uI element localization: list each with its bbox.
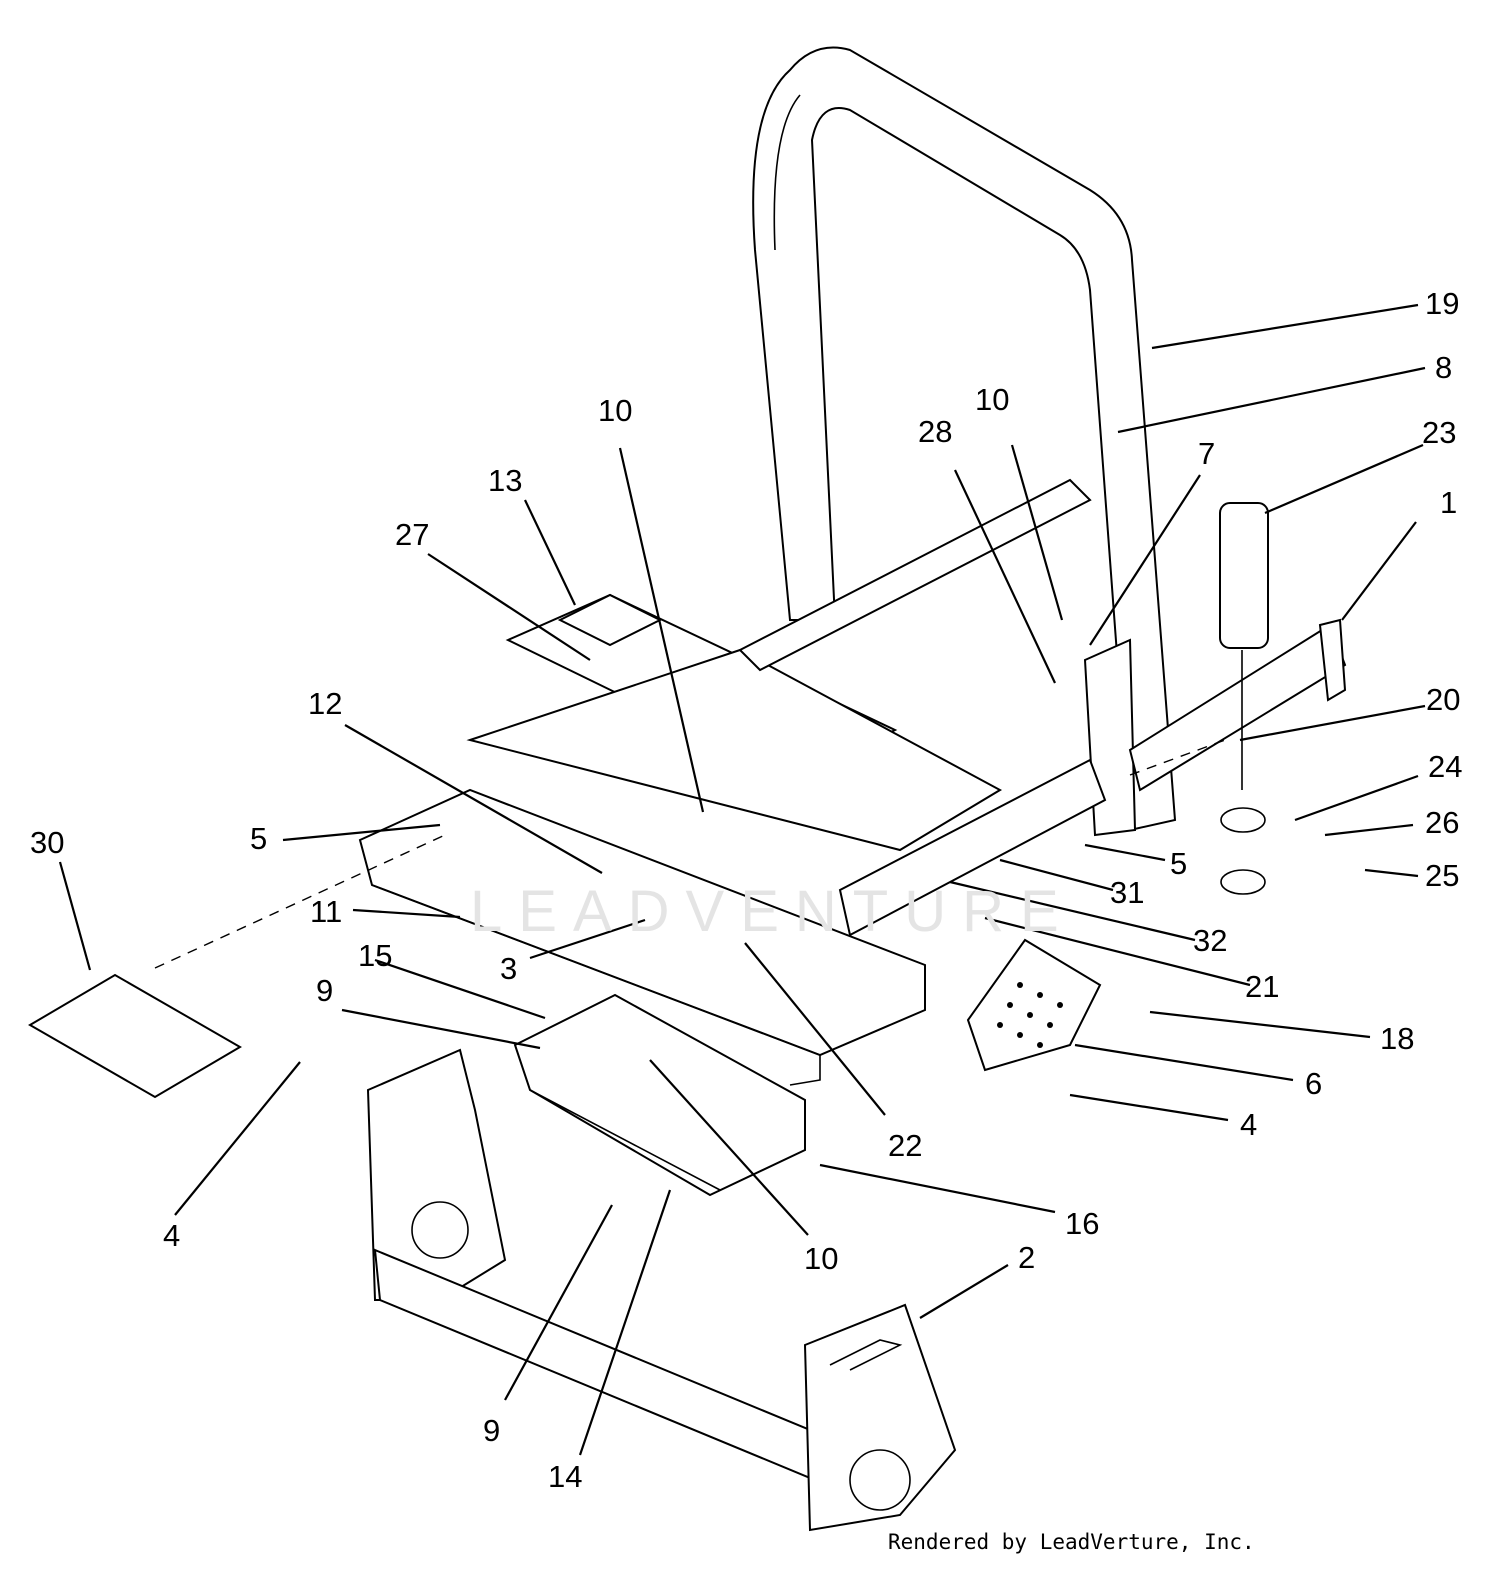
- rear-axle-tube: [373, 1248, 817, 1482]
- callout-label-c14: 14: [548, 1459, 583, 1494]
- callout-label-c16: 16: [1065, 1206, 1100, 1241]
- callout-label-c4a: 4: [163, 1218, 181, 1253]
- callout-label-c5a: 5: [250, 821, 268, 856]
- callout-label-c1: 1: [1440, 485, 1458, 520]
- callout-label-c5b: 5: [1170, 846, 1188, 881]
- callout-label-c10a: 10: [598, 393, 633, 428]
- callout-label-c20: 20: [1426, 682, 1461, 717]
- battery-tray-lip: [529, 1089, 721, 1191]
- foot-plate: [966, 938, 1102, 1072]
- clip-24-lower: [1220, 869, 1266, 895]
- hitch-bracket: [1318, 618, 1347, 702]
- callout-label-c9b: 9: [483, 1413, 501, 1448]
- frame-top-rail: [738, 478, 1092, 672]
- rear-axle-right-plate: [803, 1303, 957, 1532]
- callout-label-c32: 32: [1193, 923, 1228, 958]
- callout-label-c26: 26: [1425, 805, 1460, 840]
- callout-label-c10c: 10: [804, 1241, 839, 1276]
- frame-right-rail: [838, 758, 1107, 937]
- callout-label-c21: 21: [1245, 969, 1280, 1004]
- callout-label-c28: 28: [918, 414, 953, 449]
- callout-label-c27: 27: [395, 517, 430, 552]
- callout-label-c13: 13: [488, 463, 523, 498]
- callout-label-c9a: 9: [316, 973, 334, 1008]
- callout-label-c3: 3: [500, 951, 518, 986]
- callout-label-c2: 2: [1018, 1240, 1036, 1275]
- callout-label-c30: 30: [30, 825, 65, 860]
- clip-24-upper: [1220, 807, 1266, 833]
- roll-bar-inner-line: [773, 94, 801, 251]
- callout-label-c22: 22: [888, 1128, 923, 1163]
- callout-label-c18: 18: [1380, 1021, 1415, 1056]
- rear-axle-left-plate: [366, 1048, 507, 1301]
- frame-left-rail-top: [371, 884, 821, 1086]
- callout-label-c6: 6: [1305, 1066, 1323, 1101]
- callout-label-c11: 11: [310, 894, 343, 929]
- foot-plate-holes: [997, 982, 1063, 1048]
- frame-left-bar: [466, 648, 1003, 852]
- callout-label-c7: 7: [1198, 436, 1216, 471]
- callout-label-c23: 23: [1422, 415, 1457, 450]
- callout-label-c8: 8: [1435, 350, 1453, 385]
- callout-label-c15: 15: [358, 938, 393, 973]
- rear-axle-handle: [829, 1339, 903, 1371]
- callout-label-c12: 12: [308, 686, 343, 721]
- callout-label-c25: 25: [1425, 858, 1460, 893]
- callout-label-c31: 31: [1110, 875, 1145, 910]
- canister-23: [1219, 502, 1269, 649]
- watermark-text: LEADVENTURE: [470, 879, 1075, 944]
- rear-axle-right-hole: [849, 1449, 911, 1511]
- callout-label-c24: 24: [1428, 749, 1463, 784]
- callout-label-c4b: 4: [1240, 1107, 1258, 1142]
- callout-label-c10b: 10: [975, 382, 1010, 417]
- callout-label-c19a: 19: [1425, 286, 1460, 321]
- decal-30: [28, 973, 242, 1099]
- credit-text: Rendered by LeadVerture, Inc.: [888, 1530, 1255, 1554]
- frame-arm-1: [1128, 623, 1347, 792]
- rear-axle-left-hole: [411, 1201, 469, 1259]
- decal-30-dashed-lead: [154, 834, 446, 969]
